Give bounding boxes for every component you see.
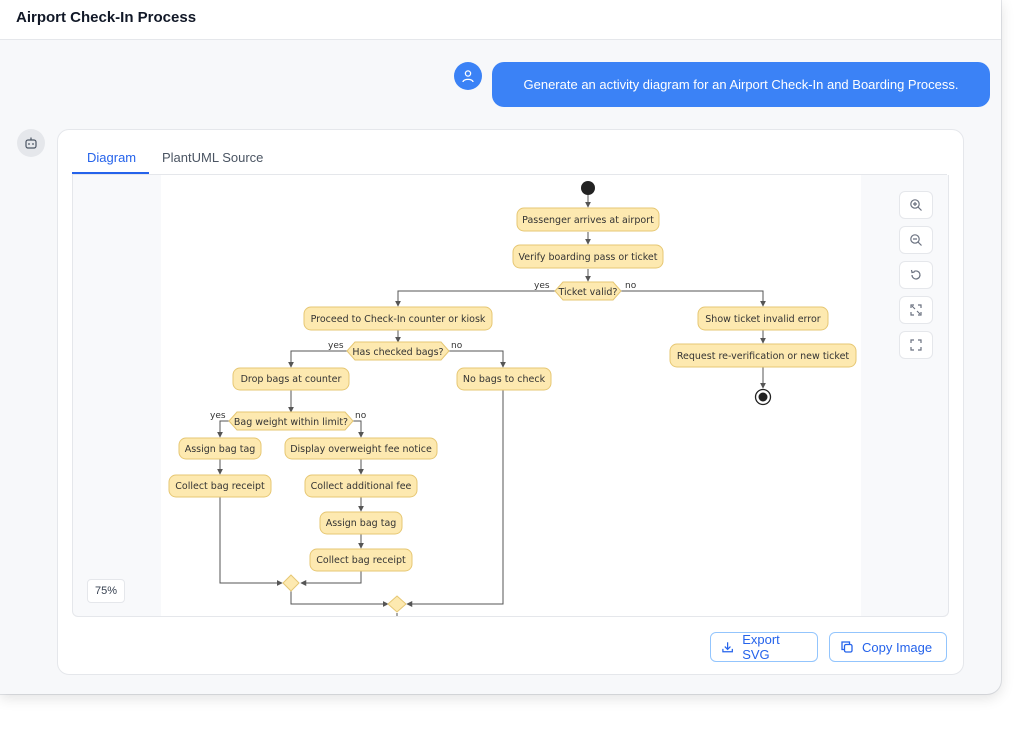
merge-node-2: [387, 595, 407, 613]
svg-text:Verify boarding pass or ticket: Verify boarding pass or ticket: [519, 252, 658, 263]
svg-text:Has checked bags?: Has checked bags?: [352, 347, 443, 358]
node-no-bags: No bags to check: [456, 367, 552, 391]
label-yes-bags: yes: [328, 341, 344, 351]
zoom-out-button[interactable]: [899, 226, 933, 254]
end-node: [754, 388, 772, 406]
zoom-out-icon: [910, 234, 922, 246]
user-message-bubble: Generate an activity diagram for an Airp…: [492, 62, 990, 107]
fullscreen-button[interactable]: [899, 331, 933, 359]
label-no-ticket: no: [625, 281, 637, 291]
robot-icon: [25, 137, 37, 149]
download-icon: [722, 642, 733, 653]
svg-text:Show ticket invalid error: Show ticket invalid error: [705, 314, 821, 325]
svg-text:Collect additional fee: Collect additional fee: [311, 481, 412, 492]
assistant-response-card: Diagram PlantUML Source: [57, 129, 964, 675]
fit-view-button[interactable]: [899, 296, 933, 324]
svg-text:Assign bag tag: Assign bag tag: [326, 518, 397, 529]
node-drop-bags: Drop bags at counter: [232, 367, 350, 391]
node-assign-bag-tag-2: Assign bag tag: [319, 511, 403, 535]
svg-text:Bag weight within limit?: Bag weight within limit?: [234, 417, 348, 428]
node-verify-boarding-pass: Verify boarding pass or ticket: [512, 244, 664, 269]
window-title: Airport Check-In Process: [16, 9, 197, 26]
node-overweight-fee-notice: Display overweight fee notice: [284, 437, 438, 460]
zoom-level-badge: 75%: [87, 579, 125, 603]
node-assign-bag-tag-1: Assign bag tag: [178, 437, 262, 460]
node-collect-additional-fee: Collect additional fee: [304, 474, 418, 498]
svg-text:Ticket valid?: Ticket valid?: [558, 287, 618, 298]
svg-text:Passenger arrives at airport: Passenger arrives at airport: [522, 215, 654, 226]
svg-text:Assign bag tag: Assign bag tag: [185, 444, 256, 455]
svg-text:Collect bag receipt: Collect bag receipt: [175, 481, 265, 492]
svg-text:Request re-verification or new: Request re-verification or new ticket: [677, 351, 850, 362]
svg-text:Display overweight fee notice: Display overweight fee notice: [290, 444, 432, 455]
active-tab-indicator: [72, 172, 149, 174]
node-ticket-invalid-error: Show ticket invalid error: [697, 306, 829, 331]
tab-bar: Diagram PlantUML Source: [72, 144, 947, 175]
title-bar: Airport Check-In Process: [0, 0, 1001, 40]
tab-plantuml-source[interactable]: PlantUML Source: [162, 150, 264, 165]
reset-icon: [910, 269, 921, 280]
reset-view-button[interactable]: [899, 261, 933, 289]
node-collect-bag-receipt-1: Collect bag receipt: [168, 474, 272, 498]
tab-diagram[interactable]: Diagram: [87, 150, 137, 165]
svg-text:No bags to check: No bags to check: [463, 374, 546, 385]
app-window: Airport Check-In Process Generate an act…: [0, 0, 1001, 675]
node-ticket-valid-decision: Ticket valid?: [554, 281, 622, 301]
diagram-edges: [217, 195, 766, 616]
node-collect-bag-receipt-2: Collect bag receipt: [309, 548, 413, 572]
label-no-bags: no: [451, 341, 463, 351]
fullscreen-icon: [910, 339, 922, 351]
svg-text:Proceed to Check-In counter or: Proceed to Check-In counter or kiosk: [311, 314, 486, 325]
fit-icon: [910, 304, 922, 316]
node-proceed-checkin: Proceed to Check-In counter or kiosk: [303, 306, 493, 331]
node-passenger-arrives: Passenger arrives at airport: [516, 207, 660, 232]
zoom-in-icon: [910, 199, 922, 211]
diagram-canvas: [161, 175, 861, 616]
label-yes-weight: yes: [210, 411, 226, 421]
activity-diagram: Passenger arrives at airport Verify boar…: [168, 181, 857, 616]
user-avatar: [454, 62, 482, 90]
bot-avatar: [17, 129, 45, 157]
zoom-in-button[interactable]: [899, 191, 933, 219]
export-svg-label: Export SVG: [742, 632, 780, 662]
svg-text:Drop bags at counter: Drop bags at counter: [241, 374, 342, 385]
user-icon: [462, 70, 474, 83]
diagram-viewport[interactable]: Passenger arrives at airport Verify boar…: [72, 175, 949, 617]
copy-icon: [841, 641, 853, 653]
export-svg-button[interactable]: Export SVG: [710, 632, 818, 662]
copy-image-button[interactable]: Copy Image: [829, 632, 947, 662]
node-request-reverification: Request re-verification or new ticket: [669, 343, 857, 368]
node-bag-weight-decision: Bag weight within limit?: [228, 411, 354, 431]
svg-text:Collect bag receipt: Collect bag receipt: [316, 555, 406, 566]
label-yes-ticket: yes: [534, 281, 550, 291]
merge-node-1: [282, 574, 300, 592]
start-node: [581, 181, 595, 195]
label-no-weight: no: [355, 411, 367, 421]
node-has-checked-bags-decision: Has checked bags?: [346, 341, 450, 361]
copy-image-label: Copy Image: [862, 639, 933, 655]
